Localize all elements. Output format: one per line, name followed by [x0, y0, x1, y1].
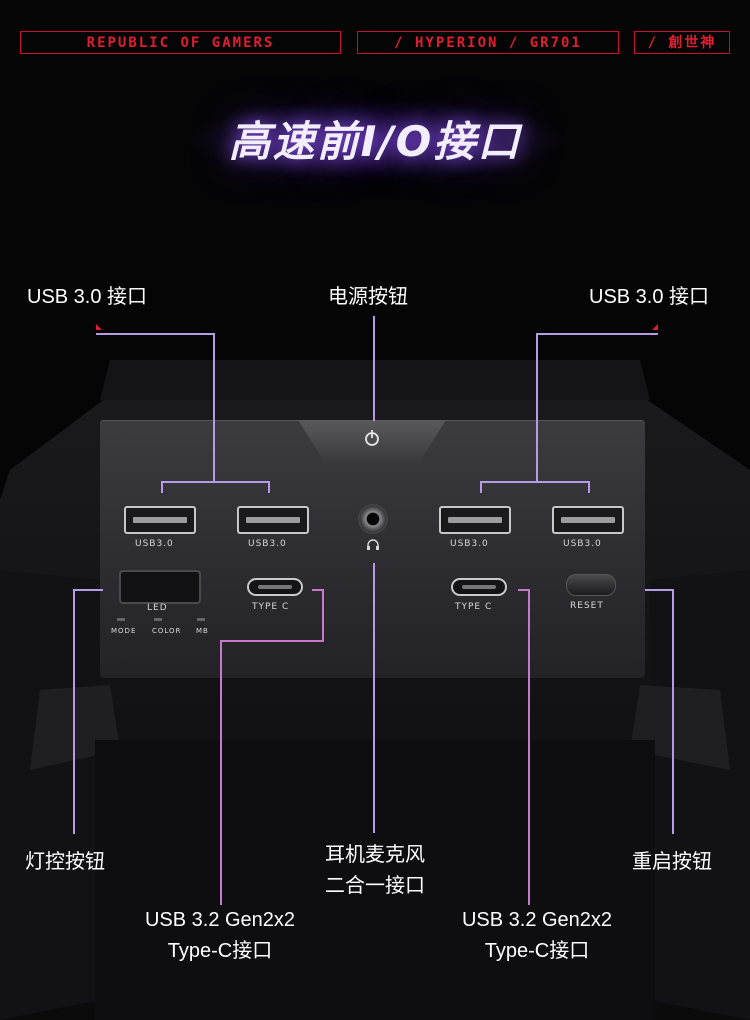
line-reset-h	[645, 589, 673, 591]
power-icon	[365, 430, 379, 446]
label-led-button: 灯控按钮	[25, 851, 105, 873]
led-indicator-mb	[197, 618, 205, 621]
line-led-h	[73, 589, 103, 591]
line-usb-left-tick1	[161, 481, 163, 493]
label-audio-line2: 二合一接口	[325, 875, 425, 897]
marker-usb-left	[96, 324, 102, 330]
typec-left-label: TYPE C	[252, 602, 290, 612]
title-glow	[180, 100, 570, 180]
led-indicator-mode	[117, 618, 125, 621]
audio-jack[interactable]	[358, 504, 388, 534]
usb-port-3-label: USB3.0	[450, 539, 489, 549]
line-usb-right-h	[537, 333, 658, 335]
line-usb-left-v	[213, 333, 215, 481]
line-usb-right-tick1	[480, 481, 482, 493]
model-box: / HYPERION / GR701	[357, 31, 619, 54]
usb-port-1-label: USB3.0	[135, 539, 174, 549]
power-button[interactable]	[298, 420, 446, 462]
front-io-panel: USB3.0 USB3.0 USB3.0 USB3.0 LED MODE COL…	[100, 420, 645, 678]
label-typec-left-line1: USB 3.2 Gen2x2	[144, 909, 296, 931]
typec-port-right[interactable]	[451, 578, 507, 596]
line-typec-right-v	[528, 589, 530, 905]
label-power: 电源按钮	[328, 286, 408, 308]
line-typec-right-tick	[518, 589, 530, 591]
line-typec-left-h	[220, 640, 324, 642]
color-label: COLOR	[152, 627, 182, 635]
headset-icon	[367, 539, 379, 550]
mode-label: MODE	[111, 627, 137, 635]
line-power	[373, 316, 375, 421]
line-led-v	[73, 589, 75, 834]
typec-port-left[interactable]	[247, 578, 303, 596]
model-text: / HYPERION / GR701	[394, 35, 582, 51]
led-label: LED	[147, 603, 168, 613]
label-usb-right: USB 3.0 接口	[589, 286, 710, 308]
label-audio-line1: 耳机麦克风	[325, 844, 425, 866]
label-typec-right-line2: Type-C接口	[484, 940, 590, 962]
line-typec-left-tick	[312, 589, 324, 591]
label-typec-left-line2: Type-C接口	[167, 940, 273, 962]
line-usb-left-h	[96, 333, 214, 335]
label-usb-left: USB 3.0 接口	[27, 286, 148, 308]
line-typec-left-v2	[220, 640, 222, 905]
cn-name-box: / 創世神	[634, 31, 730, 54]
mb-label: MB	[196, 627, 209, 635]
led-indicator-color	[154, 618, 162, 621]
usb-port-1[interactable]	[124, 506, 196, 534]
line-usb-left-bar	[161, 481, 270, 483]
led-button[interactable]	[119, 570, 201, 604]
typec-right-label: TYPE C	[455, 602, 493, 612]
line-typec-left-v1	[322, 589, 324, 641]
page-title: 高速前I/O接口	[228, 117, 522, 166]
line-usb-right-bar	[480, 481, 590, 483]
line-usb-right-v	[536, 333, 538, 481]
reset-label: RESET	[570, 601, 604, 611]
usb-port-4-label: USB3.0	[563, 539, 602, 549]
cn-name-text: / 創世神	[647, 35, 717, 51]
usb-port-4[interactable]	[552, 506, 624, 534]
brand-text: REPUBLIC OF GAMERS	[86, 35, 275, 51]
usb-port-2[interactable]	[237, 506, 309, 534]
label-typec-right-line1: USB 3.2 Gen2x2	[461, 909, 613, 931]
brand-box: REPUBLIC OF GAMERS	[20, 31, 341, 54]
usb-port-3[interactable]	[439, 506, 511, 534]
reset-button[interactable]	[566, 574, 616, 596]
usb-port-2-label: USB3.0	[248, 539, 287, 549]
marker-usb-right	[652, 324, 658, 330]
line-reset-v	[672, 589, 674, 834]
label-reset-button: 重启按钮	[632, 851, 712, 873]
line-usb-left-tick2	[268, 481, 270, 493]
line-audio	[373, 563, 375, 833]
line-usb-right-tick2	[588, 481, 590, 493]
